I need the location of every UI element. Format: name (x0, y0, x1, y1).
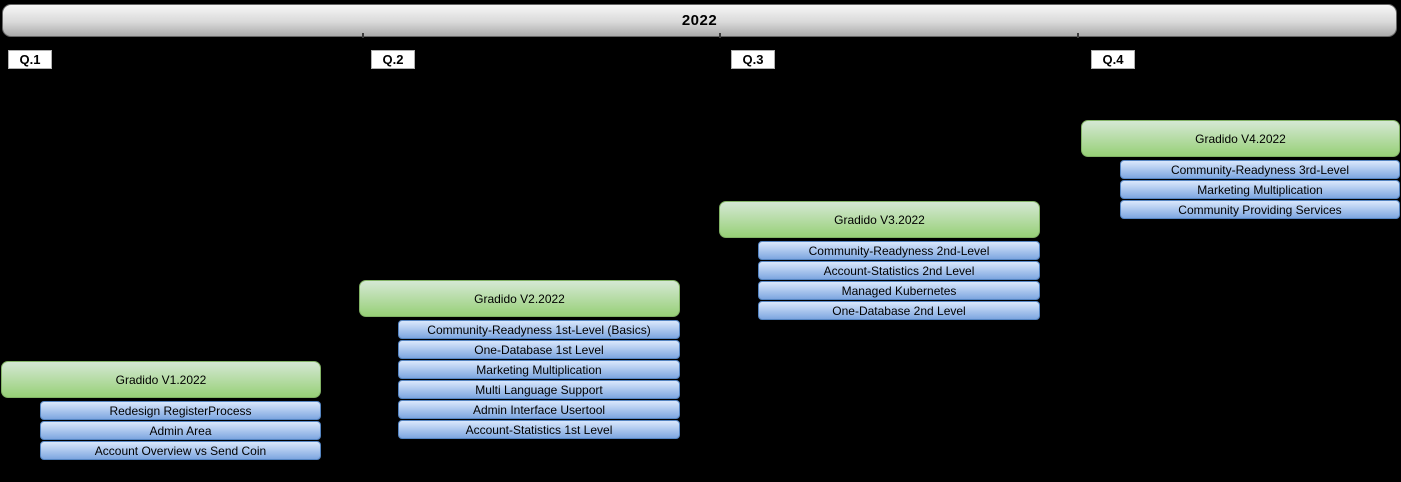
feature-item: Marketing Multiplication (1120, 180, 1400, 199)
year-title: 2022 (681, 12, 718, 29)
quarter-divider-tick (719, 33, 721, 38)
feature-item: Community-Readyness 2nd-Level (758, 241, 1040, 260)
quarter-label-q3: Q.3 (731, 50, 775, 69)
feature-item: Account-Statistics 1st Level (398, 420, 680, 439)
milestone-group-q3: Gradido V3.2022 Community-Readyness 2nd-… (719, 201, 1040, 321)
quarter-divider-tick (362, 33, 364, 38)
feature-item: Managed Kubernetes (758, 281, 1040, 300)
milestone-header: Gradido V2.2022 (359, 280, 680, 317)
quarter-label-q1: Q.1 (8, 50, 52, 69)
milestone-group-q4: Gradido V4.2022 Community-Readyness 3rd-… (1081, 120, 1400, 220)
year-header-bar: 2022 (2, 4, 1397, 37)
feature-item: Redesign RegisterProcess (40, 401, 321, 420)
feature-item: Marketing Multiplication (398, 360, 680, 379)
milestone-header: Gradido V4.2022 (1081, 120, 1400, 157)
feature-item: Account-Statistics 2nd Level (758, 261, 1040, 280)
feature-item: One-Database 2nd Level (758, 301, 1040, 320)
quarter-label-q2: Q.2 (371, 50, 415, 69)
feature-item: Community Providing Services (1120, 200, 1400, 219)
quarter-label-q4: Q.4 (1091, 50, 1135, 69)
feature-item: Account Overview vs Send Coin (40, 441, 321, 460)
feature-item: Admin Interface Usertool (398, 400, 680, 419)
feature-item: Multi Language Support (398, 380, 680, 399)
feature-item: Community-Readyness 3rd-Level (1120, 160, 1400, 179)
milestone-group-q2: Gradido V2.2022 Community-Readyness 1st-… (359, 280, 680, 440)
quarter-divider-tick (1077, 33, 1079, 38)
feature-item: Community-Readyness 1st-Level (Basics) (398, 320, 680, 339)
milestone-header: Gradido V3.2022 (719, 201, 1040, 238)
feature-item: One-Database 1st Level (398, 340, 680, 359)
milestone-header: Gradido V1.2022 (1, 361, 321, 398)
feature-item: Admin Area (40, 421, 321, 440)
milestone-group-q1: Gradido V1.2022 Redesign RegisterProcess… (1, 361, 321, 461)
